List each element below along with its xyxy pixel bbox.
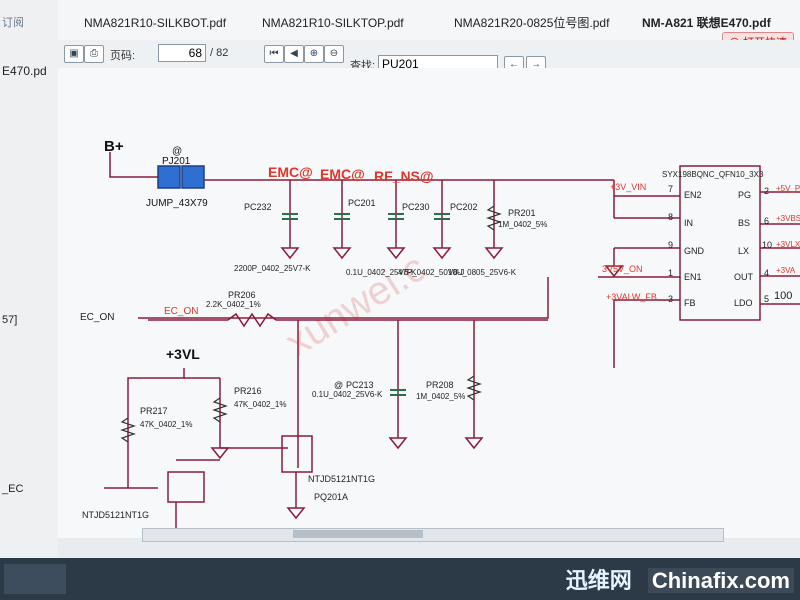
pc232-ref: PC232 (244, 202, 272, 212)
pin-num-2: 2 (764, 186, 770, 196)
pr206-ref: PR206 (228, 290, 256, 300)
pdf-page-canvas[interactable]: B+ @ PJ201 JUMP_43X79 EMC@ EMC@ RF_NS@ P… (58, 68, 800, 538)
pin-pg: PG (738, 190, 752, 200)
pin-num-1: 1 (668, 268, 674, 278)
net-pg: +5V_P (776, 184, 800, 193)
pin-num-9: 9 (668, 240, 674, 250)
first-page-icon[interactable]: ⏮ (264, 45, 284, 63)
pin-num-10: 10 (762, 240, 773, 250)
pr208-value: 1M_0402_5% (416, 392, 466, 401)
pr201-value: 1M_0402_5% (498, 220, 548, 229)
pin-num-5: 5 (764, 294, 770, 304)
page-total: / 82 (210, 47, 229, 59)
pin-num-8: 8 (668, 212, 674, 222)
tab-e470[interactable]: NM-A821 联想E470.pdf (642, 16, 771, 30)
pc213-ref: PC213 (346, 380, 374, 390)
pr206-value: 2.2K_0402_1% (206, 300, 261, 309)
rfns-label: RF_NS@ (374, 168, 434, 184)
pin-en2: EN2 (684, 190, 702, 200)
net-lx: +3VLX (776, 240, 800, 249)
pin-bs: BS (738, 218, 751, 228)
pr216-ref: PR216 (234, 386, 262, 396)
net-bs: +3VBS (776, 214, 800, 223)
pin-in: IN (684, 218, 693, 228)
q2-part: NTJD5121NT1G (308, 474, 376, 484)
pin-en1: EN1 (684, 272, 702, 282)
pr217-ref: PR217 (140, 406, 168, 416)
net-3v-vin: +3V_VIN (610, 182, 647, 192)
scrollbar-thumb[interactable] (293, 530, 423, 538)
pc201-value: 0.1U_0402_25V6-K (346, 268, 417, 277)
left-net-signal: _EC (2, 483, 24, 495)
watermark-en: Chinafix.com (647, 568, 794, 593)
pr208-ref: PR208 (426, 380, 454, 390)
pr216-value: 47K_0402_1% (234, 400, 287, 409)
schematic-drawing (104, 152, 800, 528)
pin-out: OUT (734, 272, 753, 282)
q1-part: NTJD5121NT1G (82, 510, 150, 520)
pc213-value: 0.1U_0402_25V6-K (312, 390, 383, 399)
taskbar-app[interactable] (4, 564, 66, 594)
watermark-cn: 迅维网 (565, 568, 632, 593)
pin-num-7: 7 (668, 184, 674, 194)
pr201-ref: PR201 (508, 208, 536, 218)
net-ec-on-right: EC_ON (164, 306, 199, 317)
pj201-part: JUMP_43X79 (146, 198, 208, 209)
tab-placement[interactable]: NMA821R20-0825位号图.pdf (454, 16, 610, 30)
pq201a-ref: PQ201A (314, 492, 349, 502)
horizontal-scrollbar[interactable] (142, 528, 724, 542)
pc213-at: @ (334, 380, 344, 390)
prev-page-icon[interactable]: ◀ (284, 45, 304, 63)
site-watermark: 迅维网 Chinafix.com (566, 566, 794, 596)
pj201-at: @ (172, 146, 183, 157)
pc230-value: 47P_0402_50V8-J (398, 268, 465, 277)
left-background-window: 订阅 E470.pd 57] _EC (0, 0, 59, 600)
net-3valw-fb: +3VALW_FB (606, 292, 657, 302)
left-window-file[interactable]: E470.pd (2, 64, 47, 78)
page-label: 页码: (110, 50, 136, 62)
pc201-ref: PC201 (348, 198, 376, 208)
net-out: +3VA (776, 266, 796, 275)
net-ec-on-left: EC_ON (80, 312, 115, 323)
print-icon[interactable]: ⎙ (84, 45, 104, 63)
net-3v5v-on: 3V5V_ON (602, 264, 643, 274)
ic-part-number: SYX198BQNC_QFN10_3X3 (662, 170, 764, 179)
pc232-value: 2200P_0402_25V7-K (234, 264, 311, 273)
tab-bar: NMA821R10-SILKBOT.pdf NMA821R10-SILKTOP.… (58, 0, 800, 41)
pc202-ref: PC202 (450, 202, 478, 212)
pin-lx: LX (738, 246, 750, 256)
pin-num-4: 4 (764, 268, 770, 278)
pj201-ref: PJ201 (162, 156, 191, 167)
emc-label-1: EMC@ (268, 164, 313, 180)
pdf-viewer-window: NMA821R10-SILKBOT.pdf NMA821R10-SILKTOP.… (58, 0, 800, 600)
page-number-input[interactable]: 68 (158, 44, 206, 62)
emc-label-2: EMC@ (320, 166, 365, 182)
pin-ldo: LDO (734, 298, 753, 308)
toolbar: ▣ ⎙ 页码: 68 / 82 ⏮ ◀ ⊕ ⊖ 查找: PU201 ← → (58, 40, 800, 74)
left-window-title: 订阅 (2, 17, 24, 29)
bplus-label: B+ (104, 138, 124, 155)
pin-gnd: GND (684, 246, 704, 256)
pin-num-3: 3 (668, 294, 674, 304)
net-ldo: 100 (774, 290, 793, 302)
save-icon[interactable]: ▣ (64, 45, 84, 63)
zoom-out-icon[interactable]: ⊖ (324, 45, 344, 63)
zoom-in-icon[interactable]: ⊕ (304, 45, 324, 63)
pr217-value: 47K_0402_1% (140, 420, 193, 429)
left-net-ref: 57] (2, 314, 18, 326)
taskbar (0, 558, 800, 600)
v3vl-label: +3VL (166, 346, 200, 362)
tab-silkbot[interactable]: NMA821R10-SILKBOT.pdf (84, 16, 227, 30)
pc230-ref: PC230 (402, 202, 430, 212)
pc202-value: 10U_0805_25V6-K (448, 268, 517, 277)
pin-fb: FB (684, 298, 696, 308)
tab-silktop[interactable]: NMA821R10-SILKTOP.pdf (262, 16, 404, 30)
pin-num-6: 6 (764, 216, 770, 226)
